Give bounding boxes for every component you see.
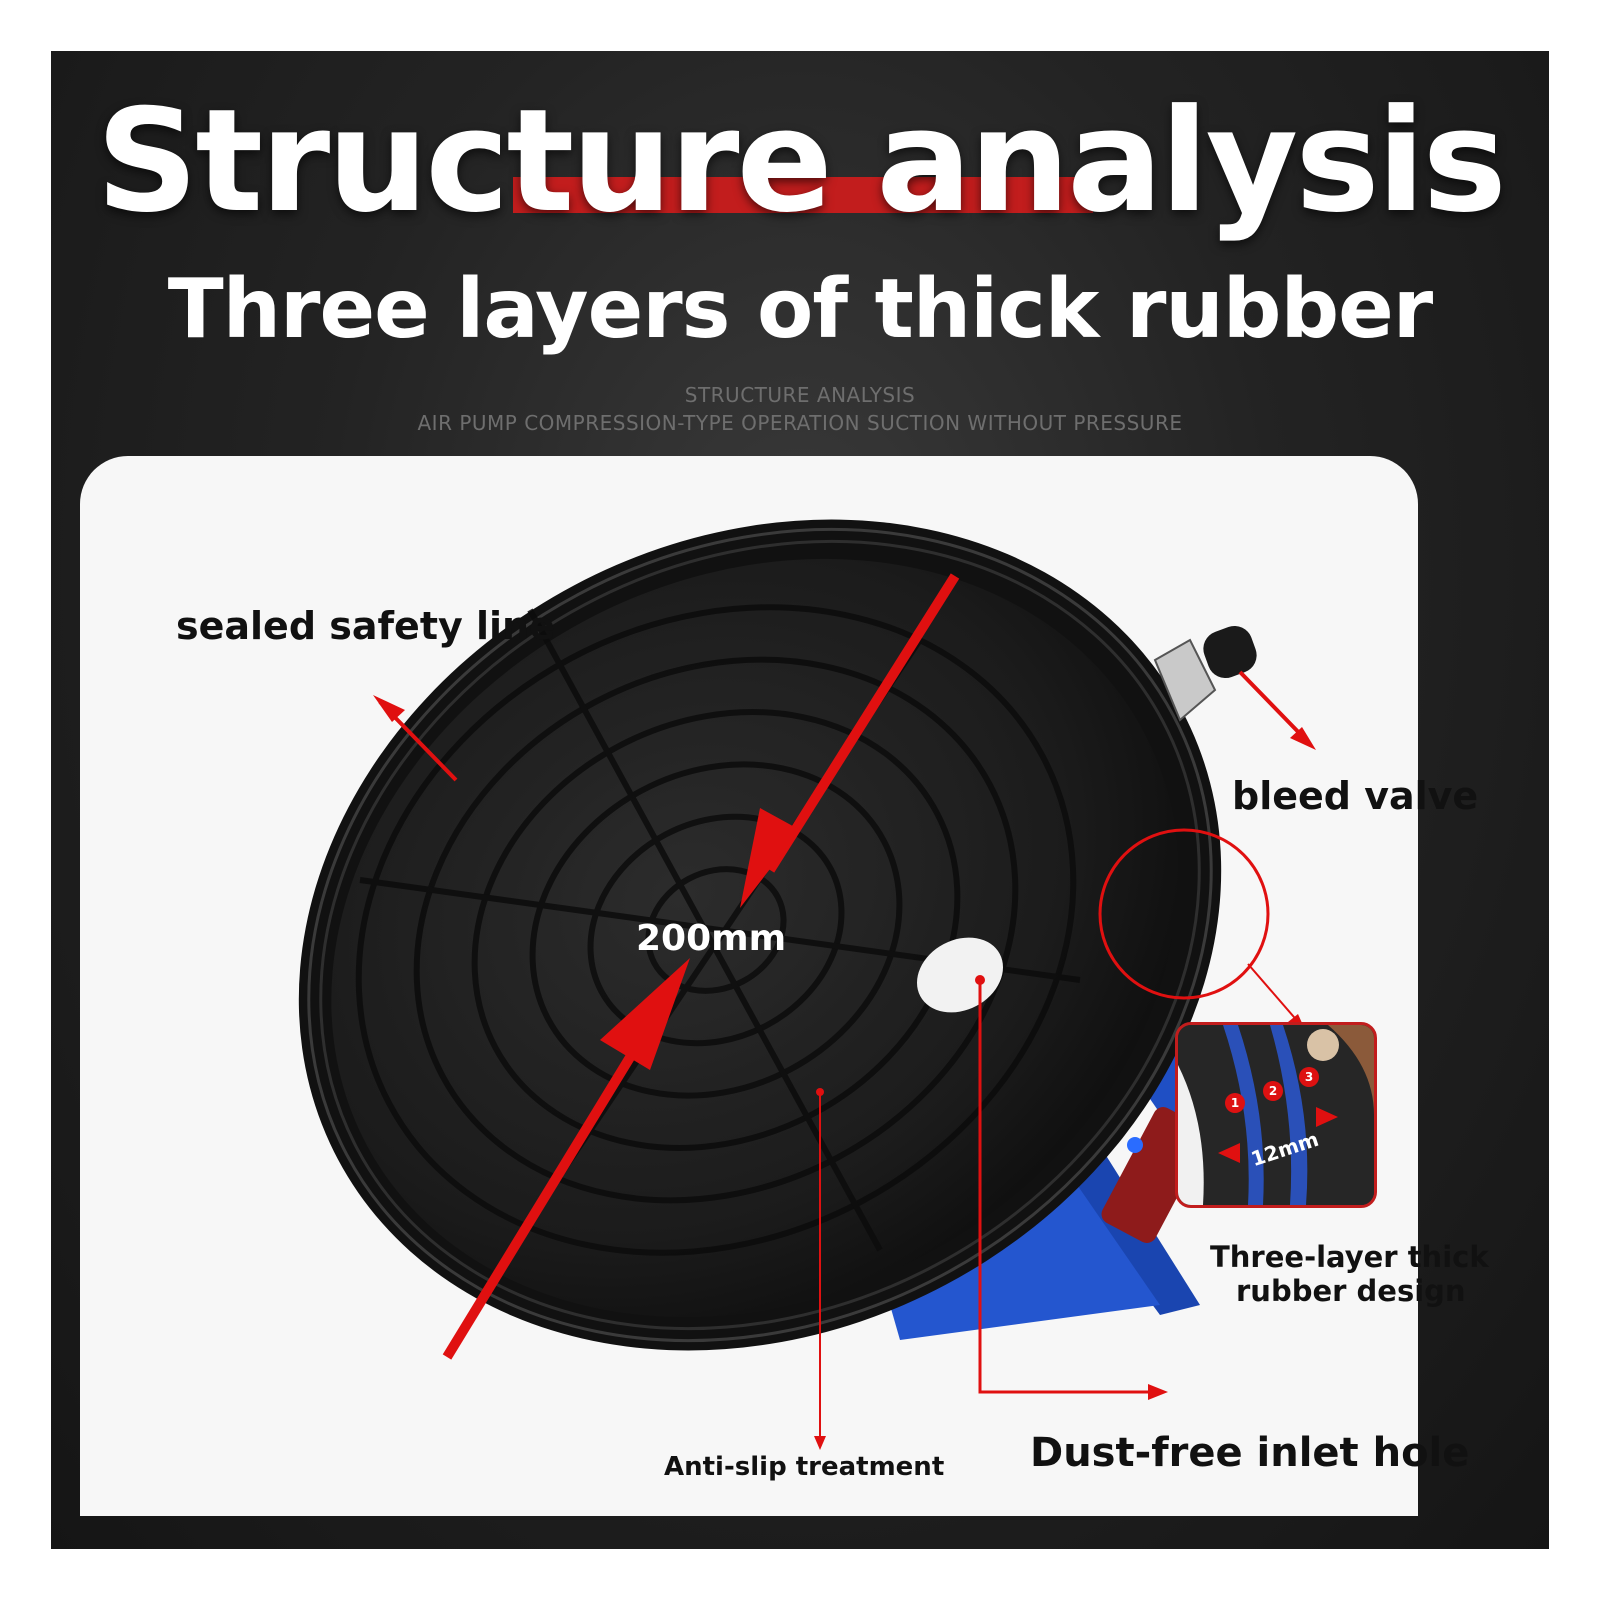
- label-diameter: 200mm: [636, 918, 787, 959]
- label-sealed-safety-line: sealed safety line: [176, 604, 555, 648]
- bleed-valve: [1153, 625, 1257, 722]
- inset-marker-1: 1: [1225, 1093, 1245, 1113]
- caption-line-1: STRUCTURE ANALYSIS: [684, 383, 916, 407]
- inset-marker-2: 2: [1263, 1081, 1283, 1101]
- inset-illustration: [1178, 1025, 1374, 1205]
- inset-marker-3: 3: [1299, 1067, 1319, 1087]
- label-three-layer-line2: rubber design: [1236, 1274, 1466, 1308]
- callout-arrows: [373, 573, 1316, 1450]
- title-underline-bar: [513, 177, 1093, 213]
- label-dust-free: Dust-free inlet hole: [1030, 1430, 1470, 1476]
- page-subtitle: Three layers of thick rubber: [167, 262, 1434, 357]
- label-three-layer-line1: Three-layer thick: [1210, 1240, 1489, 1274]
- suction-cup: [298, 519, 1222, 1351]
- rubber-layers-inset: 1 2 3 12mm: [1175, 1022, 1377, 1208]
- label-bleed-valve: bleed valve: [1232, 774, 1479, 818]
- page-title: Structure analysis: [96, 79, 1507, 244]
- caption-line-2: AIR PUMP COMPRESSION-TYPE OPERATION SUCT…: [417, 411, 1183, 435]
- rim-callout-circle: [1098, 828, 1270, 1000]
- label-anti-slip: Anti-slip treatment: [664, 1452, 945, 1482]
